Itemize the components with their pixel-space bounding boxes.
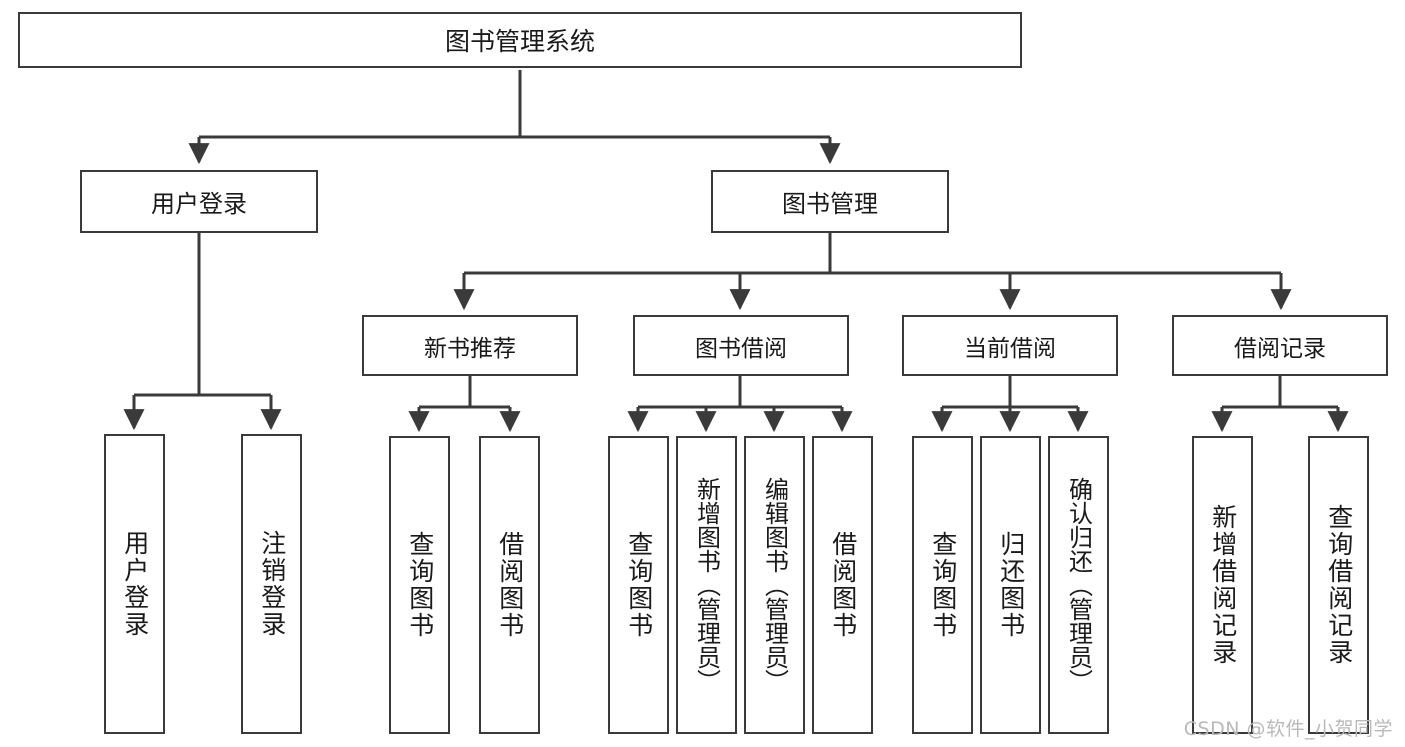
- node-new-book-recommend-label: 新书推荐: [424, 335, 516, 362]
- leaf-new-book-query[interactable]: 查询图书: [389, 436, 450, 734]
- leaf-book-borrow-edit[interactable]: 编辑图书（管理员）: [744, 436, 805, 734]
- leaf-current-borrow-confirm-return[interactable]: 确认归还（管理员）: [1048, 436, 1109, 734]
- node-book-management[interactable]: 图书管理: [711, 170, 949, 233]
- leaf-book-borrow-add[interactable]: 新增图书（管理员）: [676, 436, 737, 734]
- node-current-borrow[interactable]: 当前借阅: [902, 315, 1118, 376]
- leaf-label: 新增借阅记录: [1208, 504, 1238, 666]
- node-root-label: 图书管理系统: [444, 27, 595, 56]
- leaf-label: 查询图书: [624, 531, 654, 639]
- node-book-borrow-label: 图书借阅: [695, 335, 787, 362]
- leaf-label: 查询图书: [928, 531, 958, 639]
- node-borrow-record-label: 借阅记录: [1234, 335, 1326, 362]
- node-new-book-recommend[interactable]: 新书推荐: [362, 315, 578, 376]
- node-current-borrow-label: 当前借阅: [964, 335, 1056, 362]
- leaf-book-borrow-query[interactable]: 查询图书: [608, 436, 669, 734]
- node-borrow-record[interactable]: 借阅记录: [1172, 315, 1388, 376]
- node-book-borrow[interactable]: 图书借阅: [633, 315, 849, 376]
- leaf-label: 查询图书: [405, 531, 435, 639]
- leaf-label: 归还图书: [996, 531, 1026, 639]
- leaf-label: 确认归还（管理员）: [1064, 477, 1093, 693]
- node-book-management-label: 图书管理: [782, 190, 878, 218]
- leaf-label: 查询借阅记录: [1324, 504, 1354, 666]
- leaf-borrow-record-add[interactable]: 新增借阅记录: [1192, 436, 1253, 734]
- node-user-login-label: 用户登录: [151, 190, 247, 218]
- leaf-user-login-login[interactable]: 用户登录: [104, 434, 165, 734]
- leaf-label: 借阅图书: [495, 531, 525, 639]
- leaf-label: 注销登录: [257, 530, 287, 638]
- leaf-new-book-borrow[interactable]: 借阅图书: [479, 436, 540, 734]
- leaf-label: 编辑图书（管理员）: [760, 477, 789, 693]
- leaf-user-login-logout[interactable]: 注销登录: [241, 434, 302, 734]
- node-user-login[interactable]: 用户登录: [80, 170, 318, 233]
- leaf-label: 用户登录: [120, 530, 150, 638]
- leaf-book-borrow-borrow[interactable]: 借阅图书: [812, 436, 873, 734]
- leaf-label: 借阅图书: [828, 531, 858, 639]
- node-root[interactable]: 图书管理系统: [18, 12, 1022, 68]
- leaf-label: 新增图书（管理员）: [692, 477, 721, 693]
- leaf-current-borrow-query[interactable]: 查询图书: [912, 436, 973, 734]
- leaf-current-borrow-return[interactable]: 归还图书: [980, 436, 1041, 734]
- leaf-borrow-record-query[interactable]: 查询借阅记录: [1308, 436, 1369, 734]
